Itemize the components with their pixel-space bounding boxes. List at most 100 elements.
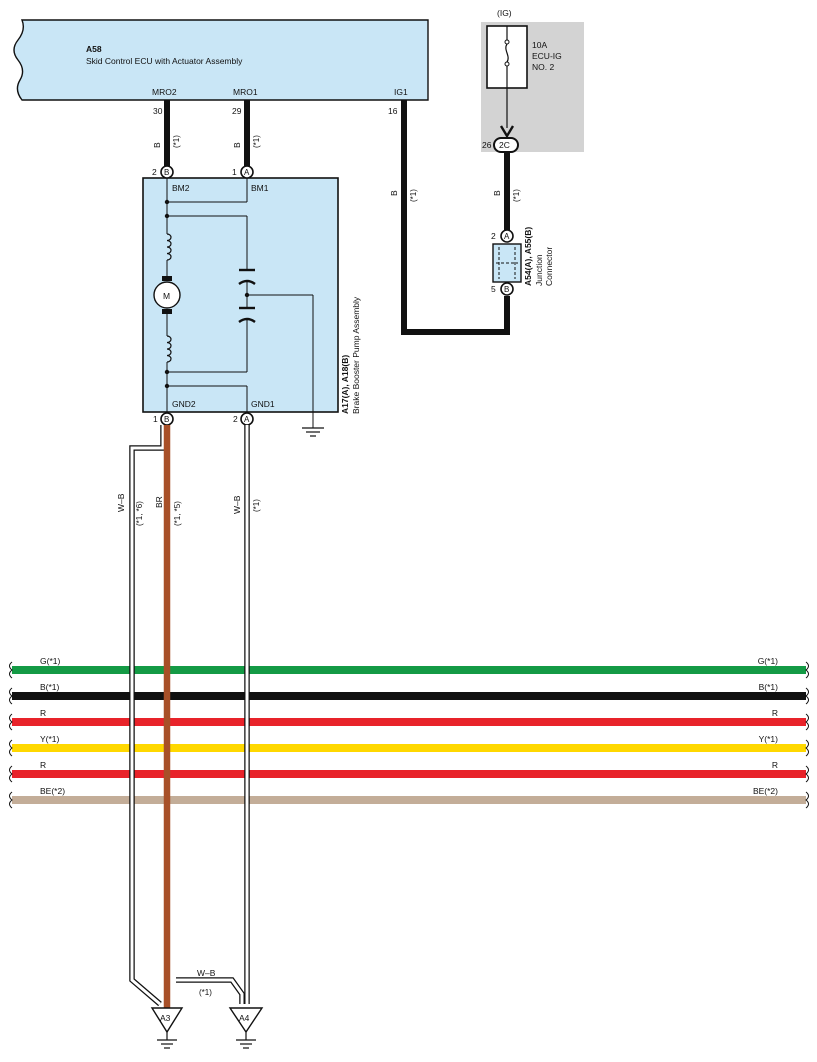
- bus-wire-label-left-1: G(*1): [40, 656, 60, 666]
- wire-fuse-note: (*1): [512, 189, 521, 202]
- junction-conn-top: A: [504, 232, 510, 241]
- wire-gnd-br-color: BR: [154, 496, 164, 508]
- pump-capacitor-upper-icon: [238, 268, 256, 285]
- fuse-rating: 10A: [532, 40, 547, 50]
- bus-wire-break-4-left: [9, 739, 13, 757]
- junction-code: A54(A), A55(B): [523, 227, 533, 286]
- ecu-name: Skid Control ECU with Actuator Assembly: [86, 56, 243, 66]
- ecu-box: [13, 19, 429, 101]
- ecu-pin-mro2-number: 30: [153, 106, 163, 116]
- wire-harness-bus: G(*1) G(*1) B(*1) B(*1) R R Y(*1) Y(*1) R R BE(*2)…: [9, 656, 809, 809]
- bus-wire-break-2-left: [9, 687, 13, 705]
- bus-wire-label-right-3: R: [772, 708, 778, 718]
- bus-wire-label-left-2: B(*1): [40, 682, 60, 692]
- ecu-a58: A58 Skid Control ECU with Actuator Assem…: [13, 19, 429, 116]
- wire-mro2-color: B: [152, 142, 162, 148]
- ecu-pin-ig1-number: 16: [388, 106, 398, 116]
- connector-arrow-icon: [499, 125, 515, 139]
- bus-wire-label-left-5: R: [40, 760, 46, 770]
- pump-pin-bm1: 1: [232, 167, 237, 177]
- ecu-pin-ig1-label: IG1: [394, 87, 408, 97]
- top-wires: B (*1) B (*1) B (*1) B (*1): [152, 100, 521, 335]
- junction-connector-a: [500, 229, 514, 243]
- connector-2c-id: 2C: [499, 140, 510, 150]
- ground-point-a4: A4: [228, 1007, 264, 1049]
- bus-wire-label-right-6: BE(*2): [753, 786, 778, 796]
- ground-a3-label: A3: [160, 1013, 171, 1023]
- junction-pin-top: 2: [491, 231, 496, 241]
- wire-ig1: [401, 100, 510, 335]
- connector-2c-pin: 26: [482, 140, 492, 150]
- wire-gnd-wb-left-color: W–B: [116, 493, 126, 512]
- ecu-code: A58: [86, 44, 102, 54]
- pump-code: A17(A), A18(B): [340, 355, 350, 414]
- ground-a4-icon: [236, 1039, 256, 1049]
- bus-wire-break-3-right: [805, 713, 809, 731]
- wire-gnd-br-note: (*1, *5): [173, 501, 182, 526]
- bus-wire-label-right-1: G(*1): [758, 656, 778, 666]
- junction-connector-a54-a55: A 2 B 5 A54(A), A55(B) Junction Connecto…: [491, 227, 554, 296]
- wire-fuse-color: B: [492, 190, 502, 196]
- junction-name-line2: Connector: [544, 247, 554, 286]
- bus-wire-break-1-left: [9, 661, 13, 679]
- pump-capacitor-lower-icon: [238, 306, 256, 323]
- bus-wire-label-right-5: R: [772, 760, 778, 770]
- pump-case-ground-icon: [302, 427, 324, 437]
- ground-a4-label: A4: [239, 1013, 250, 1023]
- pump-conn-gnd1: A: [244, 415, 250, 424]
- junction-pin-bottom: 5: [491, 284, 496, 294]
- bus-wire-break-5-left: [9, 765, 13, 783]
- wire-gnd-wb-right-color: W–B: [232, 495, 242, 514]
- pump-terminal-gnd2: GND2: [172, 399, 196, 409]
- bus-wire-break-5-right: [805, 765, 809, 783]
- wire-mro1-note: (*1): [252, 135, 261, 148]
- bus-wire-break-6-right: [805, 791, 809, 809]
- wire-bottom-wb-note: (*1): [199, 988, 212, 997]
- fuse-element-icon: [505, 43, 509, 63]
- pump-conn-bm1: A: [244, 168, 250, 177]
- pump-coil-lower-icon: [166, 335, 172, 363]
- bus-wire-label-left-6: BE(*2): [40, 786, 65, 796]
- bus-wire-break-4-right: [805, 739, 809, 757]
- pump-pin-gnd2: 1: [153, 414, 158, 424]
- pump-conn-gnd2: B: [164, 415, 169, 424]
- bus-wire-break-2-right: [805, 687, 809, 705]
- bus-wire-label-left-3: R: [40, 708, 46, 718]
- pump-pin-bm2: 2: [152, 167, 157, 177]
- wire-gnd-wb-right-note: (*1): [252, 499, 261, 512]
- bus-wire-label-right-4: Y(*1): [759, 734, 779, 744]
- pump-coil-upper-icon: [166, 233, 172, 261]
- bus-wire-label-left-4: Y(*1): [40, 734, 60, 744]
- bus-wire-break-1-right: [805, 661, 809, 679]
- pump-name: Brake Booster Pump Assembly: [351, 296, 361, 414]
- fuse-supply-label: (IG): [497, 8, 512, 18]
- wire-ig1-note: (*1): [409, 189, 418, 202]
- bus-wire-break-3-left: [9, 713, 13, 731]
- wire-gnd-wb-left-note: (*1, *6): [135, 501, 144, 526]
- pump-internal-circuit: [166, 178, 314, 428]
- fuse-name-line1: ECU-IG: [532, 51, 562, 61]
- wire-ig1-color: B: [389, 190, 399, 196]
- pump-terminal-gnd1: GND1: [251, 399, 275, 409]
- ground-point-a3: A3: [150, 1007, 184, 1049]
- ground-a3-icon: [157, 1039, 177, 1049]
- pump-pin-gnd1: 2: [233, 414, 238, 424]
- junction-name-line1: Junction: [534, 254, 544, 286]
- wire-mro2-note: (*1): [172, 135, 181, 148]
- pump-motor-label: M: [163, 291, 170, 301]
- fuse-name-line2: NO. 2: [532, 62, 554, 72]
- pump-conn-bm2: B: [164, 168, 169, 177]
- bus-wire-label-right-2: B(*1): [759, 682, 779, 692]
- wire-mro1-color: B: [232, 142, 242, 148]
- ecu-pin-mro1-number: 29: [232, 106, 242, 116]
- wire-bottom-wb-color: W–B: [197, 968, 216, 978]
- fuse-ecu-ig-no2: (IG) 10A ECU-IG NO. 2 2C 26: [481, 8, 584, 153]
- junction-connector-b: [500, 282, 514, 296]
- junction-conn-bottom: B: [504, 285, 509, 294]
- bus-wire-break-6-left: [9, 791, 13, 809]
- brake-booster-pump-a17-a18: B 2 A 1 BM2 B M 1: [142, 165, 361, 437]
- ecu-pin-mro2-label: MRO2: [152, 87, 177, 97]
- ground-wires: W–B (*1, *6) BR (*1, *5) W–B (*1) W–B (*…: [116, 425, 261, 1008]
- pump-terminal-bm2: BM2: [172, 183, 190, 193]
